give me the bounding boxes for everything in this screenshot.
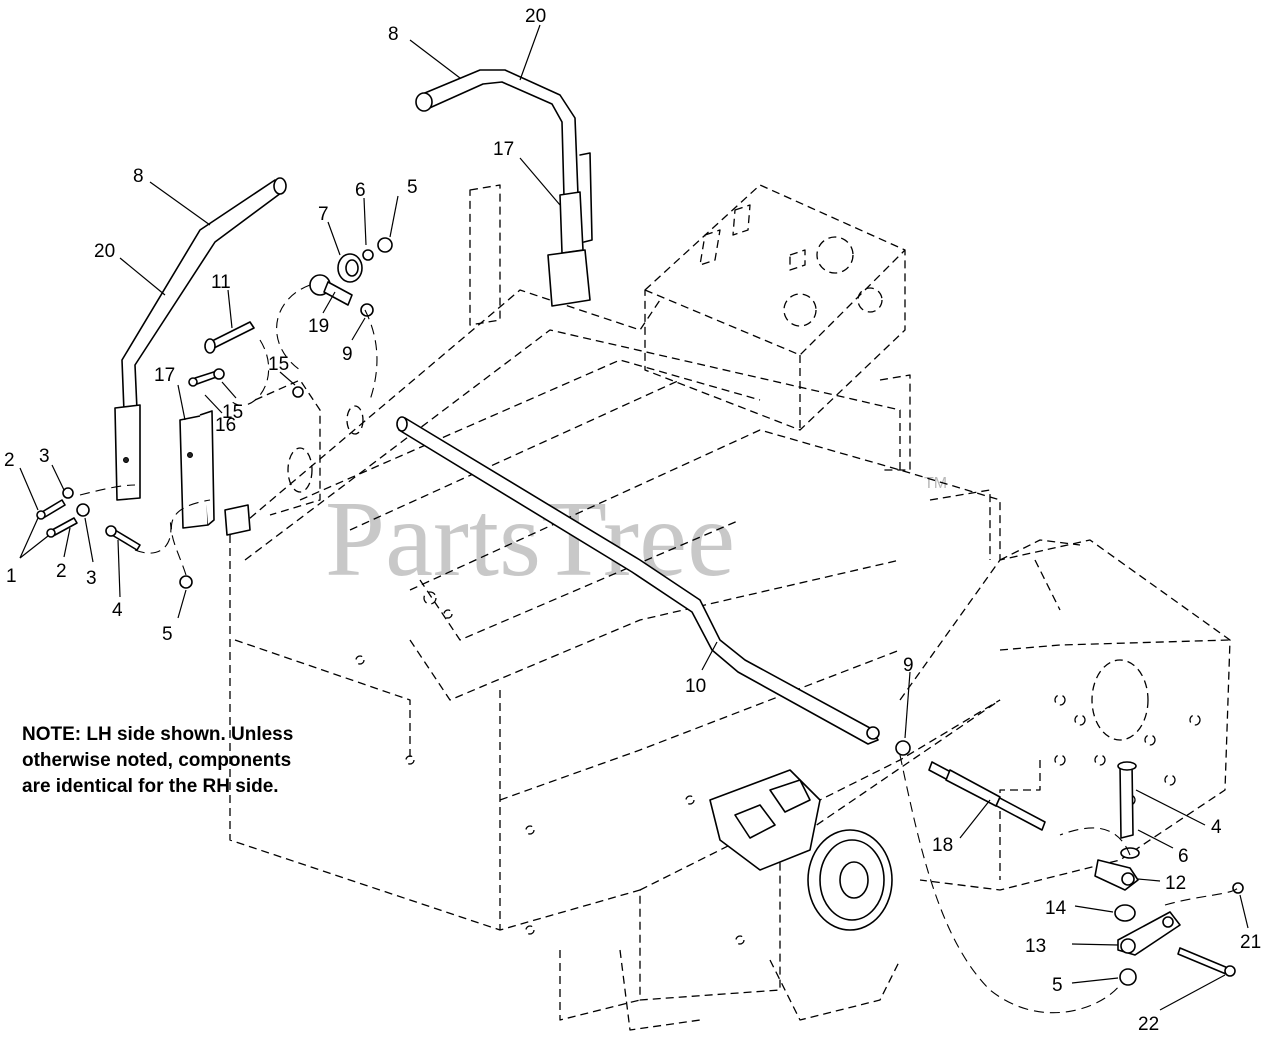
callout-17-left: 17 <box>154 365 175 386</box>
callout-5-bottom: 5 <box>1052 975 1063 996</box>
callout-20-left: 20 <box>94 241 115 262</box>
callout-16: 16 <box>215 415 236 436</box>
callout-17-top: 17 <box>493 139 514 160</box>
callout-9-top: 9 <box>342 344 353 365</box>
callout-18: 18 <box>932 835 953 856</box>
callout-6-right: 6 <box>1178 846 1189 867</box>
callout-4-right: 4 <box>1211 817 1222 838</box>
callout-3-a: 3 <box>39 446 50 467</box>
hardware-parts <box>36 237 393 589</box>
callout-5-left: 5 <box>162 624 173 645</box>
callout-5-top: 5 <box>407 177 418 198</box>
callout-22: 22 <box>1138 1014 1159 1035</box>
callout-21: 21 <box>1240 932 1261 953</box>
callout-10: 10 <box>685 676 706 697</box>
callout-9-mid: 9 <box>903 655 914 676</box>
note-line-2: otherwise noted, components <box>22 750 292 771</box>
callout-14: 14 <box>1045 898 1067 919</box>
mower-frame <box>229 184 1231 1031</box>
callout-7: 7 <box>318 204 329 225</box>
note-line-3: are identical for the RH side. <box>22 776 279 797</box>
callout-20-top: 20 <box>525 6 546 27</box>
callout-12: 12 <box>1165 873 1186 894</box>
linkage-parts <box>928 761 1244 986</box>
note-line-1: NOTE: LH side shown. Unless <box>22 724 294 745</box>
callout-2-a: 2 <box>4 450 15 471</box>
callouts: 20 8 17 8 20 7 6 5 11 19 9 15 15 17 16 2… <box>4 6 1261 1035</box>
callout-4-left: 4 <box>112 600 123 621</box>
callout-8-left: 8 <box>133 166 144 187</box>
callout-1: 1 <box>6 566 17 587</box>
note-text: NOTE: LH side shown. Unless otherwise no… <box>22 722 382 800</box>
control-rod <box>396 416 880 745</box>
association-lines <box>79 284 1239 1014</box>
left-control-handle <box>114 177 287 529</box>
callout-2-b: 2 <box>56 561 67 582</box>
callout-3-b: 3 <box>86 568 97 589</box>
hydro-pump <box>709 740 911 931</box>
callout-13: 13 <box>1025 936 1046 957</box>
callout-19: 19 <box>308 316 329 337</box>
callout-15-b: 15 <box>222 402 243 423</box>
callout-15-a: 15 <box>268 354 289 375</box>
callout-8-top: 8 <box>388 24 399 45</box>
leader-lines <box>19 24 1249 1011</box>
right-control-handle <box>415 69 593 307</box>
callout-11: 11 <box>211 272 231 293</box>
callout-6-top: 6 <box>355 180 366 201</box>
